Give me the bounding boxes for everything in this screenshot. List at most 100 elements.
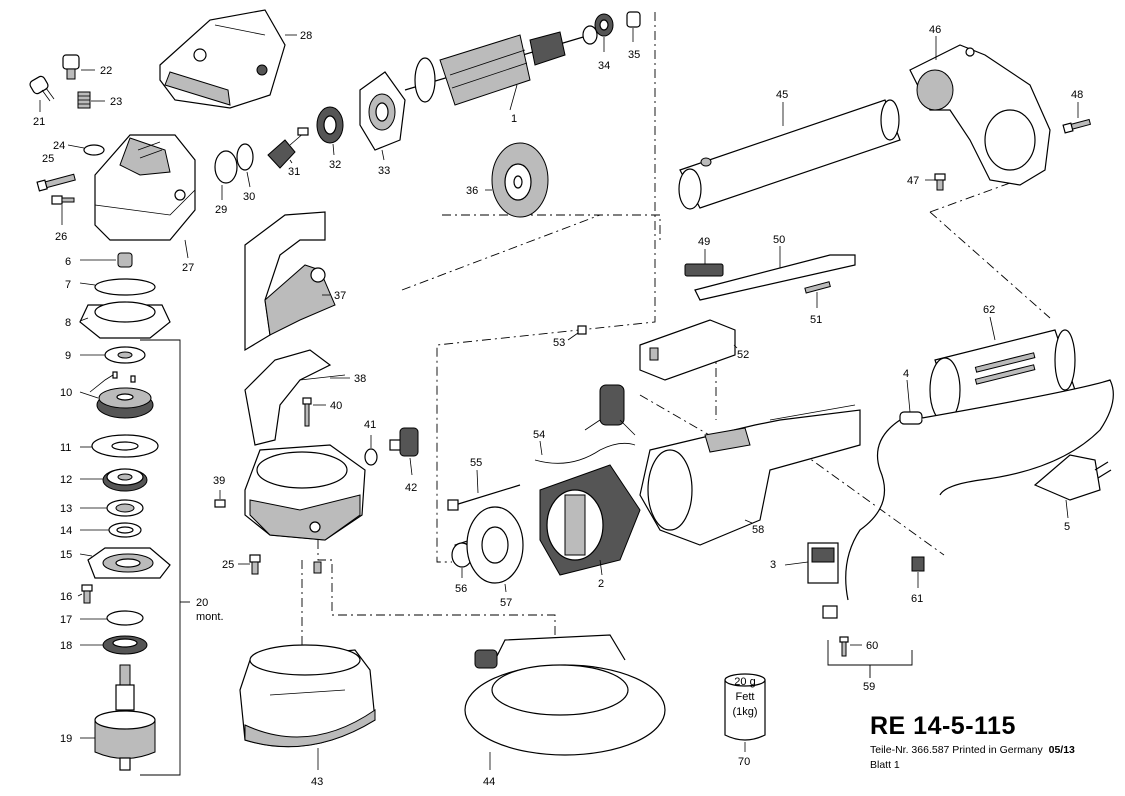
label-37: 37 (334, 290, 346, 302)
part-1-armature (404, 25, 598, 106)
label-58: 58 (752, 524, 764, 536)
label-21: 21 (33, 116, 45, 128)
label-3: 3 (770, 559, 776, 571)
label-20-mont: mont. (196, 611, 224, 623)
part-17-ring (106, 610, 144, 626)
grease-pack: (1kg) (732, 706, 758, 718)
label-23: 23 (110, 96, 122, 108)
label-28: 28 (300, 30, 312, 42)
label-50: 50 (773, 234, 785, 246)
label-40: 40 (330, 400, 342, 412)
part-8-flange (79, 301, 171, 339)
label-34: 34 (598, 60, 610, 72)
part-26-screw (51, 195, 75, 205)
part-49-switch-knob (684, 263, 724, 277)
label-27: 27 (182, 262, 194, 274)
part-36-fan (491, 142, 549, 218)
part-6-bush (117, 252, 133, 268)
setscrew (313, 561, 322, 574)
part-47-screw (934, 173, 946, 191)
part-11-disc (91, 434, 159, 458)
top-center-parts (159, 9, 641, 218)
label-48: 48 (1071, 89, 1083, 101)
label-18: 18 (60, 640, 72, 652)
part-12-bearing (102, 468, 148, 492)
label-24: 24 (53, 140, 65, 152)
part-21-screw (29, 75, 55, 102)
label-62: 62 (983, 304, 995, 316)
part-23-spring (77, 91, 91, 109)
label-54: 54 (533, 429, 545, 441)
label-12: 12 (60, 474, 72, 486)
capacitor (584, 384, 636, 436)
guard-ring-assembly (244, 444, 366, 541)
label-52: 52 (737, 349, 749, 361)
part-50-switch-rod (694, 254, 856, 301)
part-30-ring (236, 143, 254, 171)
part-48-screw (1062, 118, 1092, 134)
label-22: 22 (100, 65, 112, 77)
label-2: 2 (598, 578, 604, 590)
label-45: 45 (776, 89, 788, 101)
part-51-spring (804, 281, 831, 294)
part-5-mains-plug (1033, 454, 1112, 501)
label-1: 1 (511, 113, 517, 125)
part-14-ring (108, 522, 142, 538)
guard-parts (214, 211, 419, 575)
label-49: 49 (698, 236, 710, 248)
label-14: 14 (60, 525, 72, 537)
part-54-cable (534, 442, 636, 464)
label-42: 42 (405, 482, 417, 494)
grease-tin-label: 20 g Fett (1kg) (725, 675, 765, 720)
part-25-screw-lower (249, 554, 261, 575)
part-18-ring (102, 635, 148, 655)
label-7: 7 (65, 279, 71, 291)
title-block: RE 14-5-115 Teile-Nr. 366.587 Printed in… (870, 712, 1110, 771)
label-4: 4 (903, 368, 909, 380)
part-33-bearing-plate (359, 71, 406, 151)
grease-amount: 20 g (734, 676, 756, 688)
part-55-long-screw (447, 484, 521, 511)
label-8: 8 (65, 317, 71, 329)
label-19: 19 (60, 733, 72, 745)
part-4-power-cable (845, 379, 1114, 601)
label-46: 46 (929, 24, 941, 36)
label-32: 32 (329, 159, 341, 171)
label-70: 70 (738, 756, 750, 768)
part-10-bevel-gear (96, 371, 154, 419)
label-16: 16 (60, 591, 72, 603)
label-31: 31 (288, 166, 300, 178)
part-29-ring (214, 150, 238, 184)
part-52-electronic-module (639, 319, 736, 381)
part-41-washer (364, 448, 378, 466)
part-61-connector (911, 556, 925, 572)
part-32-bearing (316, 106, 344, 144)
part-labels: 1 2 3 4 5 6 7 8 9 10 11 12 13 14 15 16 1… (33, 24, 1083, 788)
model-title: RE 14-5-115 (870, 712, 1016, 740)
part-2-field-winding (539, 464, 641, 576)
label-15: 15 (60, 549, 72, 561)
label-41: 41 (364, 419, 376, 431)
label-29: 29 (215, 204, 227, 216)
part-53-screw (577, 325, 587, 335)
part-60-clamp-screw (822, 605, 849, 657)
part-57-ring (466, 506, 524, 584)
sheet-number: Blatt 1 (870, 759, 900, 771)
part-39-pin (214, 499, 226, 508)
part-22-screw (62, 54, 80, 80)
part-19-spindle (94, 664, 156, 771)
label-33: 33 (378, 165, 390, 177)
label-30: 30 (243, 191, 255, 203)
label-35: 35 (628, 49, 640, 61)
label-51: 51 (810, 314, 822, 326)
part-3-switch (807, 542, 839, 584)
part-16-screw (81, 584, 93, 604)
label-57: 57 (500, 597, 512, 609)
label-36: 36 (466, 185, 478, 197)
part-number-text: Teile-Nr. 366.587 Printed in Germany (870, 744, 1043, 756)
label-13: 13 (60, 503, 72, 515)
part-number-line: Teile-Nr. 366.587 Printed in Germany 05/… (870, 744, 1110, 756)
part-46-rear-handle (909, 44, 1051, 186)
label-55: 55 (470, 457, 482, 469)
